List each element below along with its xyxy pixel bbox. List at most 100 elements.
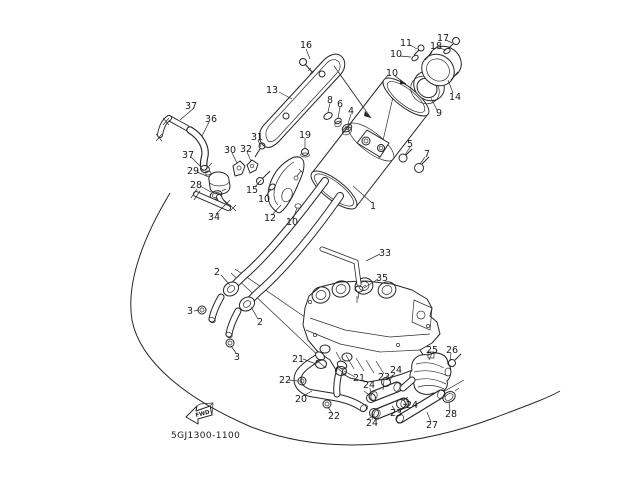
crankcase-ribs xyxy=(335,351,385,375)
part-callout-22: 22 xyxy=(279,375,291,386)
leader-line xyxy=(231,152,238,164)
part-callout-22: 22 xyxy=(328,411,340,422)
leader-line xyxy=(199,185,212,193)
fwd-label: FWD xyxy=(195,410,211,419)
pipe-break-marks xyxy=(190,188,201,201)
leader-line xyxy=(265,188,272,197)
leader-line xyxy=(302,390,313,397)
muffler-hanger-bracket xyxy=(356,129,390,158)
cap-nut-19 xyxy=(300,148,310,158)
leader-line xyxy=(419,156,426,165)
leader-line xyxy=(215,204,226,215)
part-callout-23: 23 xyxy=(378,372,390,383)
breather-pipe xyxy=(319,246,367,300)
nut-22b xyxy=(322,399,332,409)
bolt-17 xyxy=(447,37,460,50)
pipe-guard xyxy=(267,156,305,214)
leader-line xyxy=(365,253,381,262)
muffler-end-cap xyxy=(421,45,462,87)
pipe-clamp-21a xyxy=(315,359,327,369)
leader-line xyxy=(246,151,252,162)
leader-line xyxy=(388,372,396,382)
part-callout-24: 24 xyxy=(366,418,378,429)
air-hose-27 xyxy=(395,389,446,424)
part-callout-10: 10 xyxy=(390,49,402,60)
leader-line xyxy=(371,413,374,421)
part-callout-13: 13 xyxy=(266,85,278,96)
part-callout-9: 9 xyxy=(436,108,442,119)
leader-line xyxy=(402,403,409,406)
leader-line xyxy=(220,274,231,286)
pipe-screws-34 xyxy=(223,199,237,212)
part-callout-29: 29 xyxy=(187,166,199,177)
fitting-screws xyxy=(155,117,170,142)
leader-line xyxy=(254,179,262,188)
leader-line xyxy=(190,156,202,168)
washer-10a xyxy=(411,54,419,62)
part-callout-10: 10 xyxy=(286,217,298,228)
bolt-5 xyxy=(398,148,413,163)
leader-line xyxy=(369,387,372,397)
leader-line xyxy=(394,75,407,85)
part-callout-15: 15 xyxy=(246,185,258,196)
part-callout-3: 3 xyxy=(187,306,193,317)
part-callout-11: 11 xyxy=(400,38,412,49)
washer-8 xyxy=(323,112,333,120)
leader-line xyxy=(292,207,298,220)
leader-line xyxy=(327,406,333,414)
leader-line xyxy=(404,146,411,156)
bolt-7 xyxy=(414,156,430,173)
muffler-protector xyxy=(258,53,346,148)
pipe-flange-2a xyxy=(222,281,240,297)
bolt-11 xyxy=(413,44,425,56)
part-callout-28: 28 xyxy=(445,409,457,420)
ais-valve xyxy=(399,351,452,395)
leader-lines xyxy=(179,39,454,423)
part-callout-35: 35 xyxy=(376,273,388,284)
part-callout-18: 18 xyxy=(430,41,442,52)
part-callout-26: 26 xyxy=(446,345,458,356)
leader-line xyxy=(343,370,356,378)
leader-line xyxy=(449,352,452,362)
stay-32 xyxy=(246,159,259,174)
collar-6 xyxy=(334,117,342,128)
leader-line xyxy=(447,79,454,94)
washer-10c xyxy=(268,183,276,191)
part-callout-33: 33 xyxy=(379,248,391,259)
frame-outline-curve xyxy=(130,192,561,446)
part-callout-24: 24 xyxy=(390,365,402,376)
part-callout-37: 37 xyxy=(182,150,194,161)
part-callout-23: 23 xyxy=(390,408,402,419)
leader-line xyxy=(347,113,352,125)
leader-line xyxy=(426,411,432,423)
leader-line xyxy=(305,48,311,60)
muffler-open-end xyxy=(382,77,430,117)
leader-line xyxy=(193,309,200,312)
part-callout-20: 20 xyxy=(295,394,307,405)
muffler xyxy=(310,74,430,210)
leader-line xyxy=(201,121,210,137)
leader-line xyxy=(391,405,396,411)
part-callout-21: 21 xyxy=(292,354,304,365)
leader-line xyxy=(445,39,453,44)
leader-line xyxy=(438,47,447,51)
leader-line xyxy=(250,306,259,320)
leader-line xyxy=(428,352,433,361)
leader-line xyxy=(302,358,317,365)
leader-line xyxy=(352,185,372,203)
reference-line xyxy=(230,272,324,361)
part-callout-16: 16 xyxy=(300,40,312,51)
pipe-flange-2b xyxy=(238,296,256,312)
leader-line xyxy=(288,379,299,382)
fwd-marker: FWD xyxy=(185,402,214,425)
leader-line xyxy=(363,278,379,289)
part-callout-4: 4 xyxy=(348,106,354,117)
leader-line xyxy=(430,97,438,111)
leader-line xyxy=(257,139,262,148)
leader-line xyxy=(448,401,451,412)
part-callout-10: 10 xyxy=(386,68,398,79)
part-callout-5: 5 xyxy=(407,139,413,150)
ais-pipe-assembly xyxy=(293,351,462,424)
